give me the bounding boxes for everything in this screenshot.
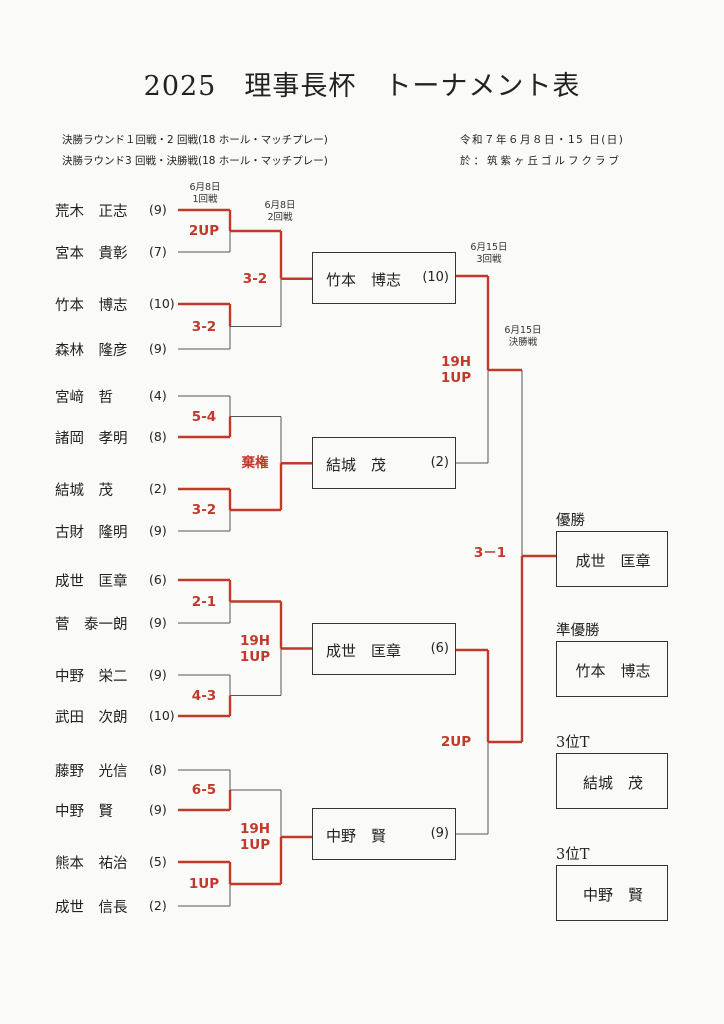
semifinalist-box: 竹本 博志 (10): [312, 252, 456, 304]
player-seed: (2): [149, 481, 167, 496]
semifinalist-seed: (2): [430, 455, 449, 470]
placement-label: 3位T: [556, 847, 590, 863]
player-name: 結城 茂: [55, 483, 113, 499]
player-name: 菅 泰一朗: [55, 617, 128, 633]
placement-label: 優勝: [556, 513, 585, 529]
player-name: 中野 賢: [55, 804, 113, 820]
semifinalist-name: 結城 茂: [326, 456, 387, 474]
match-score: 6-5: [191, 782, 217, 798]
player-name: 諸岡 孝明: [55, 431, 128, 447]
player-seed: (10): [149, 296, 175, 311]
match-score: 3-2: [242, 270, 268, 287]
placement-box: 竹本 博志: [556, 641, 668, 697]
match-score: 1UP: [188, 876, 220, 892]
match-score: 棄権: [241, 455, 269, 472]
semifinalist-name: 成世 匡章: [326, 642, 402, 660]
semifinalist-seed: (9): [430, 826, 449, 841]
player-seed: (4): [149, 388, 167, 403]
date-info: 令和７年６月８日・15 日(日): [460, 134, 625, 146]
semifinalist-name: 竹本 博志: [326, 271, 402, 289]
placement-name: 結城 茂: [582, 774, 643, 792]
player-seed: (2): [149, 898, 167, 913]
player-seed: (9): [149, 341, 167, 356]
player-seed: (9): [149, 202, 167, 217]
player-seed: (8): [149, 429, 167, 444]
round-info-2: 決勝ラウンド3 回戦・決勝戦(18 ホール・マッチプレー): [62, 155, 328, 167]
player-seed: (6): [149, 572, 167, 587]
match-score: 19H 1UP: [440, 354, 472, 386]
placement-name: 中野 賢: [582, 886, 643, 904]
player-name: 成世 匡章: [55, 574, 128, 590]
venue-info: 於：筑紫ヶ丘ゴルフクラブ: [460, 155, 622, 167]
placement-box: 成世 匡章: [556, 531, 668, 587]
placement-box: 結城 茂: [556, 753, 668, 809]
player-seed: (9): [149, 802, 167, 817]
match-score: 2UP: [440, 734, 472, 750]
final-date: 6月15日決勝戦: [504, 325, 542, 348]
placement-name: 成世 匡章: [575, 552, 651, 570]
player-name: 熊本 祐治: [55, 856, 128, 872]
player-name: 荒木 正志: [55, 204, 128, 220]
player-name: 宮本 貴彰: [55, 246, 128, 262]
semifinalist-box: 結城 茂 (2): [312, 437, 456, 489]
player-name: 古財 隆明: [55, 525, 128, 541]
semifinalist-seed: (10): [422, 270, 449, 285]
match-score: 19H 1UP: [239, 632, 271, 665]
placement-name: 竹本 博志: [575, 662, 651, 680]
player-name: 宮﨑 哲: [55, 390, 113, 406]
player-name: 藤野 光信: [55, 764, 128, 780]
semifinalist-name: 中野 賢: [326, 827, 387, 845]
player-seed: (8): [149, 762, 167, 777]
placement-label: 3位T: [556, 735, 590, 751]
player-name: 竹本 博志: [55, 298, 128, 314]
player-seed: (5): [149, 854, 167, 869]
match-score: 4-3: [191, 687, 217, 704]
round-info-1: 決勝ラウンド１回戦・2 回戦(18 ホール・マッチプレー): [62, 134, 328, 146]
match-score: 3-2: [191, 318, 217, 335]
player-seed: (10): [149, 708, 175, 723]
match-score: 3－1: [473, 545, 507, 561]
match-score: 19H 1UP: [239, 821, 271, 853]
player-name: 森林 隆彦: [55, 343, 128, 359]
player-seed: (9): [149, 615, 167, 630]
player-name: 成世 信長: [55, 900, 128, 916]
player-name: 中野 栄二: [55, 669, 128, 685]
placement-box: 中野 賢: [556, 865, 668, 921]
semifinalist-box: 成世 匡章 (6): [312, 623, 456, 675]
placement-label: 準優勝: [556, 623, 600, 639]
match-score: 3-2: [191, 502, 217, 518]
player-name: 武田 次朗: [55, 710, 128, 726]
match-score: 2-1: [191, 593, 217, 610]
semifinalist-box: 中野 賢 (9): [312, 808, 456, 860]
player-seed: (9): [149, 523, 167, 538]
match-score: 2UP: [188, 223, 220, 239]
semifinalist-seed: (6): [430, 641, 449, 656]
player-seed: (7): [149, 244, 167, 259]
match-score: 5-4: [191, 408, 217, 425]
page-title: 2025 理事長杯 トーナメント表: [143, 71, 581, 102]
player-seed: (9): [149, 667, 167, 682]
